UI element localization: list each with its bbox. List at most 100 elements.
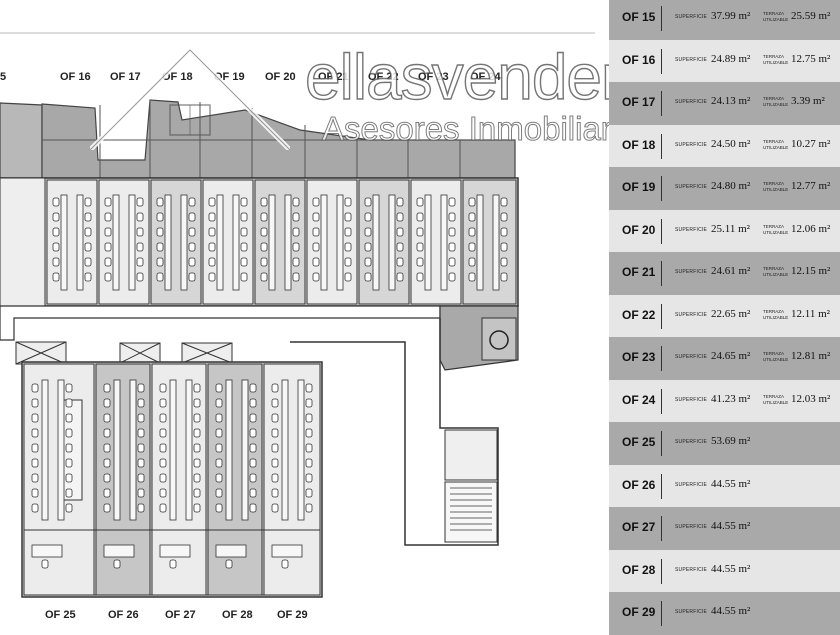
terrace-label: TERRAZA UTILIZABLE [763, 308, 789, 320]
office-code: OF 16 [622, 52, 656, 67]
office-label: OF 16 [60, 71, 91, 83]
terrace-label: TERRAZA UTILIZABLE [763, 351, 789, 362]
row-divider [661, 48, 662, 74]
row-divider [661, 91, 662, 116]
office-code: OF 25 [622, 435, 656, 449]
office-code: OF 17 [622, 95, 656, 109]
row-divider [661, 388, 662, 414]
surface-label: SUPERFICIE [675, 14, 708, 20]
surface-value: 41.23 m² [711, 392, 751, 405]
office-label: OF 26 [108, 609, 139, 621]
office-label: OF 25 [45, 609, 76, 621]
office-code: OF 15 [622, 10, 656, 24]
row-divider [661, 601, 662, 626]
office-label: OF 22 [368, 71, 399, 83]
surface-value: 24.80 m² [711, 180, 751, 192]
office-code: OF 23 [622, 350, 656, 364]
terrace-value: 12.06 m² [791, 222, 831, 235]
surface-value: 24.89 m² [711, 52, 751, 65]
row-divider [661, 261, 662, 286]
surface-value: 44.55 m² [711, 562, 751, 575]
office-label: OF 29 [277, 609, 308, 621]
office-label: OF 17 [110, 71, 141, 83]
row-divider [661, 346, 662, 371]
surface-label: SUPERFICIE [675, 184, 708, 190]
surface-label: SUPERFICIE [675, 56, 708, 63]
office-code: OF 19 [622, 180, 656, 194]
surface-label: SUPERFICIE [675, 481, 708, 488]
office-code: OF 26 [622, 477, 656, 492]
row-divider [661, 218, 662, 244]
terrace-label: TERRAZA UTILIZABLE [763, 96, 789, 107]
surface-label: SUPERFICIE [675, 566, 708, 573]
surface-value: 44.55 m² [711, 477, 751, 490]
bottom-office-labels: OF 25 OF 26 OF 27 OF 28 OF 29 [45, 609, 308, 621]
surface-label: SUPERFICIE [675, 269, 708, 275]
terrace-value: 25.59 m² [791, 10, 831, 22]
office-label: OF 18 [162, 71, 193, 83]
surface-value: 44.55 m² [711, 605, 751, 617]
terrace-label: TERRAZA UTILIZABLE [763, 181, 789, 192]
terrace-label: TERRAZA UTILIZABLE [763, 393, 789, 405]
surface-value: 44.55 m² [711, 520, 751, 532]
terrace-value: 10.27 m² [791, 137, 831, 150]
terrace-value: 12.81 m² [791, 350, 831, 362]
surface-value: 25.11 m² [711, 222, 750, 235]
terrace-label: TERRAZA UTILIZABLE [763, 11, 789, 22]
office-label: OF 27 [165, 609, 196, 621]
surface-value: 24.50 m² [711, 137, 751, 150]
row-divider [661, 473, 662, 499]
terrace-value: 12.11 m² [791, 307, 830, 320]
surface-value: 24.65 m² [711, 350, 751, 362]
surface-label: SUPERFICIE [675, 226, 708, 233]
office-label: OF 28 [222, 609, 253, 621]
terrace-value: 3.39 m² [791, 95, 825, 107]
terrace-value: 12.03 m² [791, 392, 831, 405]
terrace-label: TERRAZA UTILIZABLE [763, 53, 789, 65]
surface-value: 22.65 m² [711, 307, 751, 320]
office-label: OF 24 [470, 71, 501, 83]
row-divider [661, 133, 662, 159]
office-label: OF 21 [318, 71, 349, 83]
office-label: OF 20 [265, 71, 296, 83]
office-code: OF 18 [622, 137, 656, 152]
surface-label: SUPERFICIE [675, 609, 708, 615]
surface-value: 24.13 m² [711, 95, 751, 107]
office-code: OF 21 [622, 265, 656, 279]
office-code: OF 27 [622, 520, 656, 534]
surface-value: 24.61 m² [711, 265, 751, 277]
terrace-value: 12.15 m² [791, 265, 831, 277]
surface-label: SUPERFICIE [675, 99, 708, 105]
office-code: OF 22 [622, 307, 656, 322]
surface-label: SUPERFICIE [675, 311, 708, 318]
surface-label: SUPERFICIE [675, 524, 708, 530]
row-divider [661, 516, 662, 541]
terrace-label: TERRAZA UTILIZABLE [763, 266, 789, 277]
surface-label: SUPERFICIE [675, 141, 708, 148]
office-label: 5 [0, 71, 6, 83]
surface-label: SUPERFICIE [675, 396, 708, 403]
office-code: OF 24 [622, 392, 656, 407]
desk-pattern [31, 194, 508, 569]
surface-label: SUPERFICIE [675, 354, 708, 360]
corridor [0, 305, 519, 546]
row-divider [661, 431, 662, 456]
office-code: OF 29 [622, 605, 656, 619]
surface-label: SUPERFICIE [675, 439, 708, 445]
row-divider [661, 558, 662, 584]
